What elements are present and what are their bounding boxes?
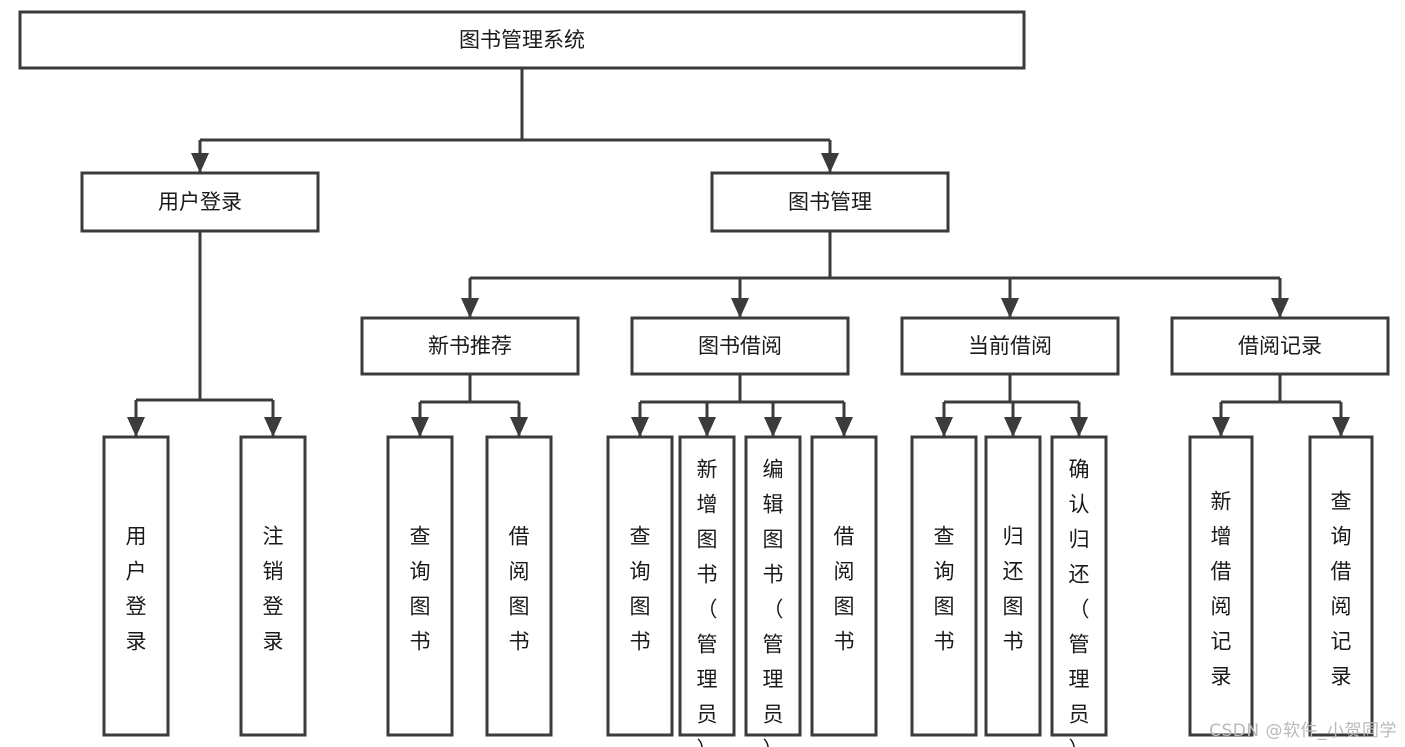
connector-from-current-borrow xyxy=(935,374,1088,437)
arrow-head-icon xyxy=(698,417,716,437)
node-borrow-record[interactable]: 借阅记录 xyxy=(1170,316,1390,376)
connector-from-root xyxy=(191,68,839,173)
node-box-borrow-record xyxy=(1170,316,1390,376)
node-label-current-borrow: 当前借阅 xyxy=(968,334,1052,358)
node-label-leaf-user-login: 用户登录 xyxy=(126,524,147,653)
node-label-borrow-record: 借阅记录 xyxy=(1238,334,1322,358)
node-label-leaf-return-book: 归还图书 xyxy=(1003,524,1024,653)
node-label-leaf-borrow-book-1: 借阅图书 xyxy=(509,524,530,653)
node-label-leaf-borrow-book-2: 借阅图书 xyxy=(834,524,855,653)
node-label-leaf-logout: 注销登录 xyxy=(263,524,284,653)
connector-from-new-book-recommend xyxy=(411,374,528,437)
node-leaf-query-record[interactable]: 查询借阅记录 xyxy=(1308,435,1374,737)
node-label-root: 图书管理系统 xyxy=(459,28,585,52)
arrow-head-icon xyxy=(821,153,839,173)
arrow-head-icon xyxy=(1332,417,1350,437)
node-leaf-user-login[interactable]: 用户登录 xyxy=(102,435,170,737)
node-box-leaf-add-book xyxy=(678,435,736,737)
node-box-leaf-query-book-2 xyxy=(606,435,674,737)
connector-from-user-login xyxy=(127,231,282,437)
arrow-head-icon xyxy=(1001,298,1019,318)
connector-layer xyxy=(127,68,1350,437)
node-label-book-borrow: 图书借阅 xyxy=(698,334,782,358)
arrow-head-icon xyxy=(1004,417,1022,437)
arrow-head-icon xyxy=(764,417,782,437)
node-label-leaf-query-book-2: 查询图书 xyxy=(630,524,651,653)
arrow-head-icon xyxy=(510,417,528,437)
node-leaf-logout[interactable]: 注销登录 xyxy=(239,435,307,737)
node-label-leaf-add-book: 新增图书（管理员） xyxy=(697,457,718,747)
node-leaf-borrow-book-1[interactable]: 借阅图书 xyxy=(485,435,553,737)
arrow-head-icon xyxy=(461,298,479,318)
node-label-leaf-query-record: 查询借阅记录 xyxy=(1331,489,1352,688)
connector-from-borrow-record xyxy=(1212,374,1350,437)
arrow-head-icon xyxy=(127,417,145,437)
node-leaf-add-record[interactable]: 新增借阅记录 xyxy=(1188,435,1254,737)
node-box-book-manage xyxy=(710,171,950,233)
arrow-head-icon xyxy=(1070,417,1088,437)
node-box-leaf-user-login xyxy=(102,435,170,737)
node-box-leaf-query-book-3 xyxy=(910,435,978,737)
arrow-head-icon xyxy=(631,417,649,437)
node-leaf-edit-book[interactable]: 编辑图书（管理员） xyxy=(744,435,802,747)
connector-from-book-borrow xyxy=(631,374,853,437)
arrow-head-icon xyxy=(1212,417,1230,437)
node-user-login[interactable]: 用户登录 xyxy=(80,171,320,233)
node-label-leaf-query-book-3: 查询图书 xyxy=(934,524,955,653)
node-box-root xyxy=(18,10,1026,70)
arrow-head-icon xyxy=(411,417,429,437)
node-label-leaf-confirm-return: 确认归还（管理员） xyxy=(1069,457,1090,747)
node-leaf-query-book-1[interactable]: 查询图书 xyxy=(386,435,454,737)
arrow-head-icon xyxy=(731,298,749,318)
node-box-leaf-return-book xyxy=(984,435,1042,737)
node-leaf-confirm-return[interactable]: 确认归还（管理员） xyxy=(1050,435,1108,747)
node-label-user-login: 用户登录 xyxy=(158,190,242,214)
node-leaf-return-book[interactable]: 归还图书 xyxy=(984,435,1042,737)
node-leaf-query-book-3[interactable]: 查询图书 xyxy=(910,435,978,737)
connector-from-book-manage xyxy=(461,231,1289,318)
node-box-leaf-query-book-1 xyxy=(386,435,454,737)
arrow-head-icon xyxy=(1271,298,1289,318)
node-box-new-book-recommend xyxy=(360,316,580,376)
arrow-head-icon xyxy=(935,417,953,437)
watermark-label: CSDN @软件_小贺同学 xyxy=(1209,721,1397,741)
node-label-new-book-recommend: 新书推荐 xyxy=(428,334,512,358)
arrow-head-icon xyxy=(191,153,209,173)
node-new-book-recommend[interactable]: 新书推荐 xyxy=(360,316,580,376)
node-label-book-manage: 图书管理 xyxy=(788,190,872,214)
node-leaf-borrow-book-2[interactable]: 借阅图书 xyxy=(810,435,878,737)
node-book-borrow[interactable]: 图书借阅 xyxy=(630,316,850,376)
arrow-head-icon xyxy=(835,417,853,437)
node-box-current-borrow xyxy=(900,316,1120,376)
node-box-leaf-logout xyxy=(239,435,307,737)
node-box-leaf-confirm-return xyxy=(1050,435,1108,737)
node-label-leaf-query-book-1: 查询图书 xyxy=(410,524,431,653)
node-box-user-login xyxy=(80,171,320,233)
node-current-borrow[interactable]: 当前借阅 xyxy=(900,316,1120,376)
node-box-leaf-edit-book xyxy=(744,435,802,737)
node-book-manage[interactable]: 图书管理 xyxy=(710,171,950,233)
node-box-leaf-borrow-book-2 xyxy=(810,435,878,737)
node-leaf-query-book-2[interactable]: 查询图书 xyxy=(606,435,674,737)
node-box-leaf-query-record xyxy=(1308,435,1374,737)
node-leaf-add-book[interactable]: 新增图书（管理员） xyxy=(678,435,736,747)
node-box-leaf-borrow-book-1 xyxy=(485,435,553,737)
node-label-leaf-edit-book: 编辑图书（管理员） xyxy=(763,457,784,747)
node-label-leaf-add-record: 新增借阅记录 xyxy=(1211,489,1232,688)
node-root[interactable]: 图书管理系统 xyxy=(18,10,1026,70)
arrow-head-icon xyxy=(264,417,282,437)
node-box-book-borrow xyxy=(630,316,850,376)
node-box-leaf-add-record xyxy=(1188,435,1254,737)
node-layer: 图书管理系统用户登录图书管理新书推荐图书借阅当前借阅借阅记录用户登录注销登录查询… xyxy=(18,10,1390,747)
